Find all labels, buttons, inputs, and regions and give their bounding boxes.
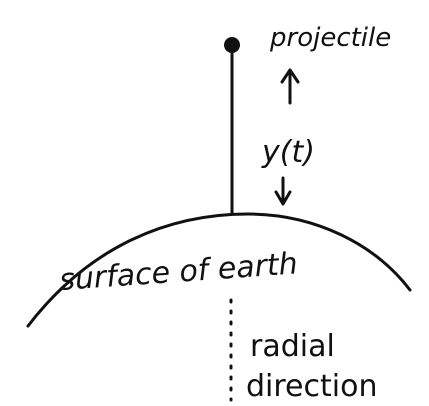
surface-label: surface of earth [58, 246, 299, 298]
down-arrow-icon [274, 176, 292, 206]
earth-surface-arc [26, 212, 412, 328]
radial-label-line1: radial [250, 329, 335, 364]
projectile-label: projectile [269, 23, 391, 53]
up-arrow-icon [280, 68, 300, 105]
radial-label-line2: direction [246, 369, 377, 404]
projectile-dot [224, 37, 240, 53]
height-label: y(t) [261, 135, 315, 170]
